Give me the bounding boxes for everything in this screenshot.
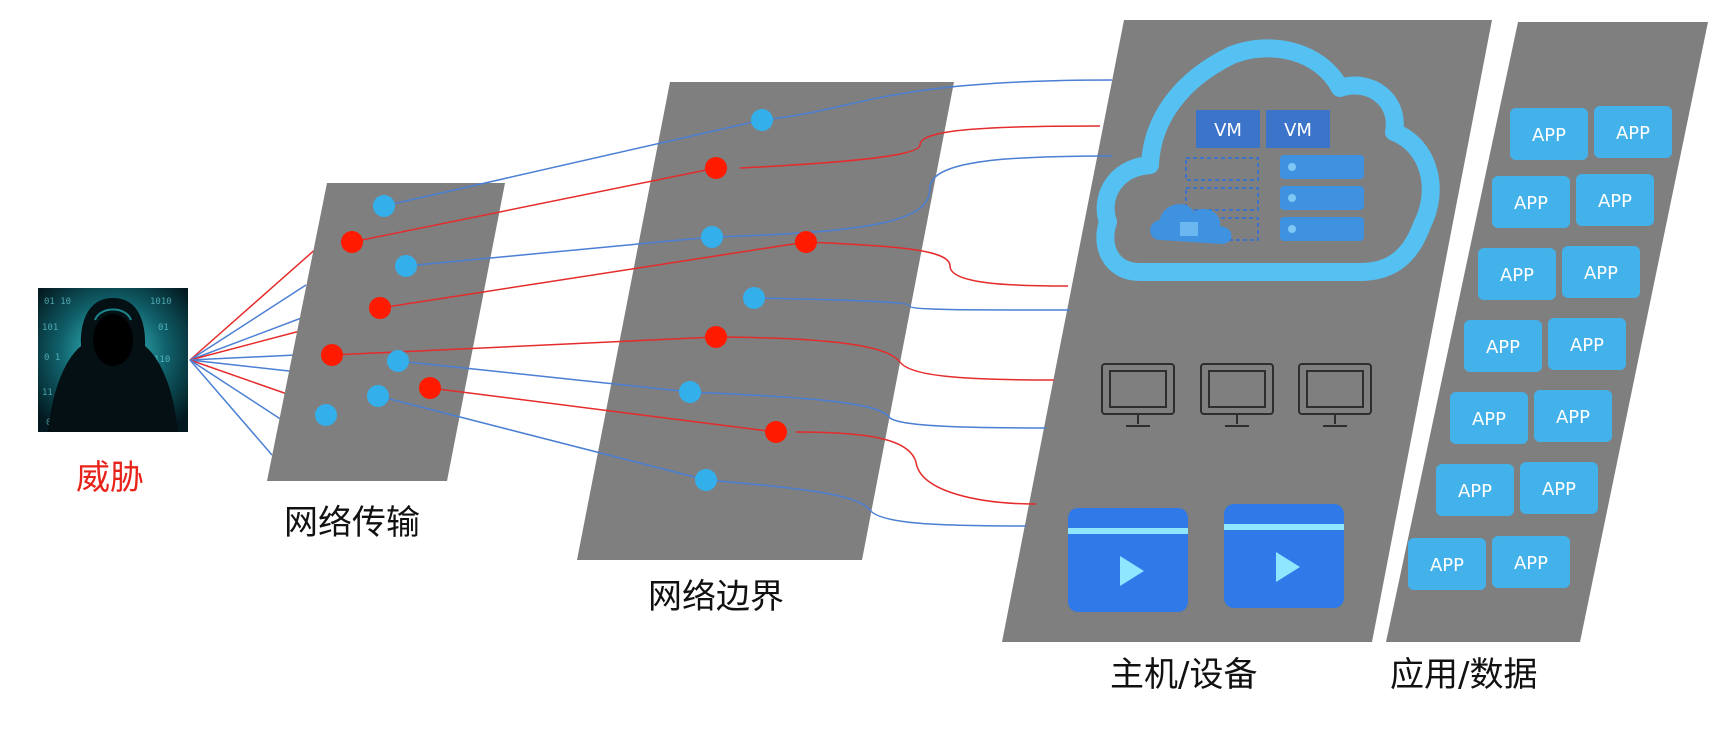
app-chip (1548, 318, 1626, 370)
network-transport-panel (267, 183, 505, 481)
monitor-icon (1200, 363, 1274, 427)
vm-chips: VM VM (1196, 110, 1330, 148)
app-chip-label: APP (1514, 553, 1548, 574)
normal-dot (387, 350, 409, 372)
cloud-lock-icon (1150, 204, 1232, 244)
normal-dot (695, 469, 717, 491)
threat-dot (321, 344, 343, 366)
normal-dot (701, 226, 723, 248)
app-chip (1492, 536, 1570, 588)
threat-dot (795, 231, 817, 253)
server-rack-icon (1280, 155, 1364, 241)
cloud-icon (1096, 39, 1440, 281)
svg-text:0 1: 0 1 (44, 353, 60, 363)
threat-dot (419, 377, 441, 399)
app-chip (1436, 464, 1514, 516)
svg-text:110: 110 (154, 355, 170, 365)
vm-chip-label: VM (1214, 120, 1242, 141)
app-chip (1464, 320, 1542, 372)
app-chip-label: APP (1458, 481, 1492, 502)
svg-text:101: 101 (42, 323, 58, 333)
normal-dot (679, 381, 701, 403)
app-chip (1534, 390, 1612, 442)
threat-dot (765, 421, 787, 443)
normal-dot (395, 255, 417, 277)
svg-text:1010: 1010 (150, 297, 172, 307)
app-chip (1594, 106, 1672, 158)
app-chip (1562, 246, 1640, 298)
app-chip (1492, 176, 1570, 228)
app-chip-label: APP (1514, 193, 1548, 214)
svg-text:11: 11 (42, 388, 53, 398)
monitor-icon (1101, 363, 1175, 427)
boundary-to-host-links (689, 79, 1113, 527)
app-chip-label: APP (1584, 263, 1618, 284)
normal-dot (367, 385, 389, 407)
threat-label: 威胁 (76, 458, 144, 498)
app-chip-label: APP (1556, 407, 1590, 428)
threat-dot (705, 326, 727, 348)
video-play-icon (1224, 504, 1344, 608)
svg-text:01: 01 (158, 323, 169, 333)
app-chip-label: APP (1532, 125, 1566, 146)
app-chip-label: APP (1430, 555, 1464, 576)
network-boundary-panel (577, 82, 954, 560)
network-transport-label: 网络传输 (284, 503, 420, 543)
app-chip-label: APP (1500, 265, 1534, 286)
threat-dot (341, 231, 363, 253)
app-chip-label: APP (1542, 479, 1576, 500)
app-data-label: 应用/数据 (1390, 655, 1537, 695)
network-boundary-label: 网络边界 (648, 577, 784, 617)
app-chip (1408, 538, 1486, 590)
normal-dot (373, 195, 395, 217)
app-chip-label: APP (1472, 409, 1506, 430)
threat-dot (705, 157, 727, 179)
threat-dot (369, 297, 391, 319)
vm-chip (1266, 110, 1330, 148)
app-chips: APP APP APP APP APP APP APP APP APP APP APP APP APP A… (1408, 106, 1672, 590)
monitor-icons (1101, 363, 1372, 427)
app-chip (1478, 248, 1556, 300)
vm-chip-label: VM (1284, 120, 1312, 141)
app-chip-label: APP (1570, 335, 1604, 356)
app-chip-label: APP (1486, 337, 1520, 358)
normal-dot (751, 109, 773, 131)
threat-fanout-links (189, 246, 319, 456)
app-chip (1510, 108, 1588, 160)
app-chip (1576, 174, 1654, 226)
app-chip-label: APP (1616, 123, 1650, 144)
vm-chip (1196, 110, 1260, 148)
app-chip-label: APP (1598, 191, 1632, 212)
normal-dot (743, 287, 765, 309)
svg-text:01 10: 01 10 (44, 297, 71, 307)
boundary-dots (679, 109, 817, 491)
transport-dots (315, 195, 441, 426)
host-device-label: 主机/设备 (1110, 655, 1257, 695)
app-chip (1520, 462, 1598, 514)
normal-dot (315, 404, 337, 426)
video-play-icon (1068, 508, 1188, 612)
app-chip (1450, 392, 1528, 444)
monitor-icon (1298, 363, 1372, 427)
